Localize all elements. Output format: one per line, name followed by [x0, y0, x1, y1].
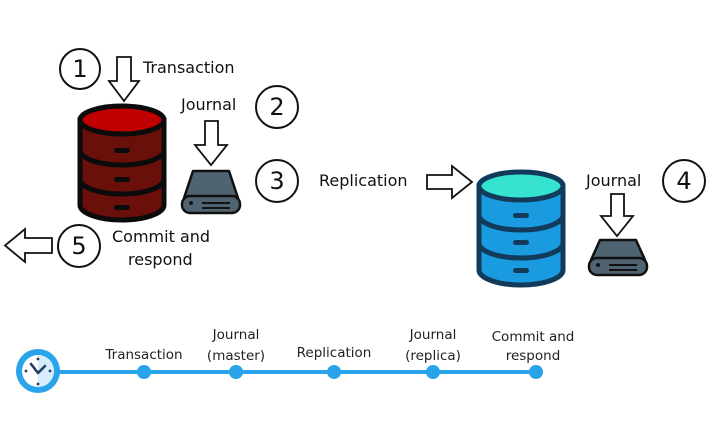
timeline-event-5-line2: respond: [505, 348, 561, 364]
step-2-badge: [255, 85, 299, 129]
transaction-arrow-icon: [107, 56, 141, 103]
step-4-badge: [662, 159, 706, 203]
timeline-event-3-line2: Replication: [296, 345, 372, 361]
step-5-badge: [57, 224, 101, 268]
step-2-number: 2: [269, 93, 285, 121]
timeline-event-2-line1: Journal: [212, 327, 260, 343]
step-4-label: Journal: [586, 171, 642, 190]
replica-database-icon: [476, 169, 566, 288]
timeline-event-1-line2: Transaction: [105, 347, 183, 363]
clock-icon: [16, 349, 60, 393]
step-1-badge: [59, 48, 101, 90]
timeline-event-4-line1: Journal: [409, 327, 457, 343]
step-3-number: 3: [269, 167, 285, 195]
step-2-label: Journal: [181, 95, 237, 114]
journal-master-arrow-icon: [193, 120, 229, 167]
step-5-label-line1: Commit and: [112, 227, 211, 246]
step-1-number: 1: [72, 55, 88, 83]
step-4-number: 4: [676, 167, 692, 195]
replica-journal-disk-icon: [587, 238, 649, 277]
journal-replica-arrow-icon: [599, 193, 635, 238]
step-3-badge: [255, 159, 299, 203]
timeline-event-1-dot: [137, 365, 151, 379]
timeline-event-2-line2: (master): [206, 348, 266, 364]
timeline-event-2-dot: [229, 365, 243, 379]
master-database-icon: [77, 103, 167, 223]
master-journal-disk-icon: [180, 169, 242, 215]
replication-arrow-icon: [426, 164, 474, 200]
commit-respond-arrow-icon: [3, 227, 53, 264]
step-5-number: 5: [71, 232, 87, 260]
step-5-label-line2: respond: [128, 250, 193, 269]
timeline-event-3-dot: [327, 365, 341, 379]
step-1-label: Transaction: [143, 58, 235, 77]
timeline-event-4-dot: [426, 365, 440, 379]
step-3-label: Replication: [319, 171, 408, 190]
timeline-event-5-dot: [529, 365, 543, 379]
timeline-event-5-line1: Commit and: [491, 329, 575, 345]
timeline-event-4-line2: (replica): [405, 348, 461, 364]
